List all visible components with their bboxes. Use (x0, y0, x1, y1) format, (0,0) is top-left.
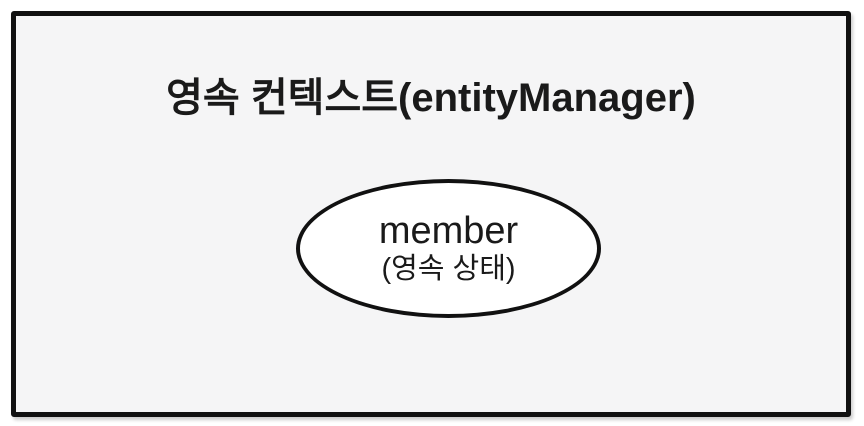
entity-state-label: (영속 상태) (381, 252, 516, 285)
persistence-context-title: 영속 컨텍스트(entityManager) (166, 76, 696, 120)
entity-ellipse: member (영속 상태) (296, 179, 601, 318)
persistence-context-box: 영속 컨텍스트(entityManager) member (영속 상태) (11, 11, 851, 417)
entity-name-label: member (378, 209, 519, 252)
